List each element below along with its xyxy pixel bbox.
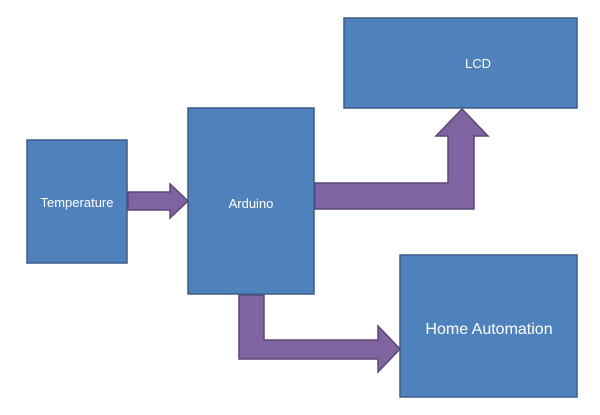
home-automation-label: Home Automation (425, 321, 552, 338)
temperature-block: Temperature (26, 139, 128, 264)
home-automation-block: Home Automation (399, 254, 578, 398)
lcd-label: LCD (465, 56, 491, 71)
arrow-temperature-to-arduino (127, 182, 190, 220)
arrow-arduino-to-lcd (314, 107, 490, 210)
arrow-arduino-to-home-automation (238, 294, 402, 374)
lcd-block: LCD (343, 17, 578, 109)
arduino-block: Arduino (187, 107, 315, 295)
temperature-label: Temperature (41, 195, 114, 210)
arduino-label: Arduino (229, 196, 274, 211)
